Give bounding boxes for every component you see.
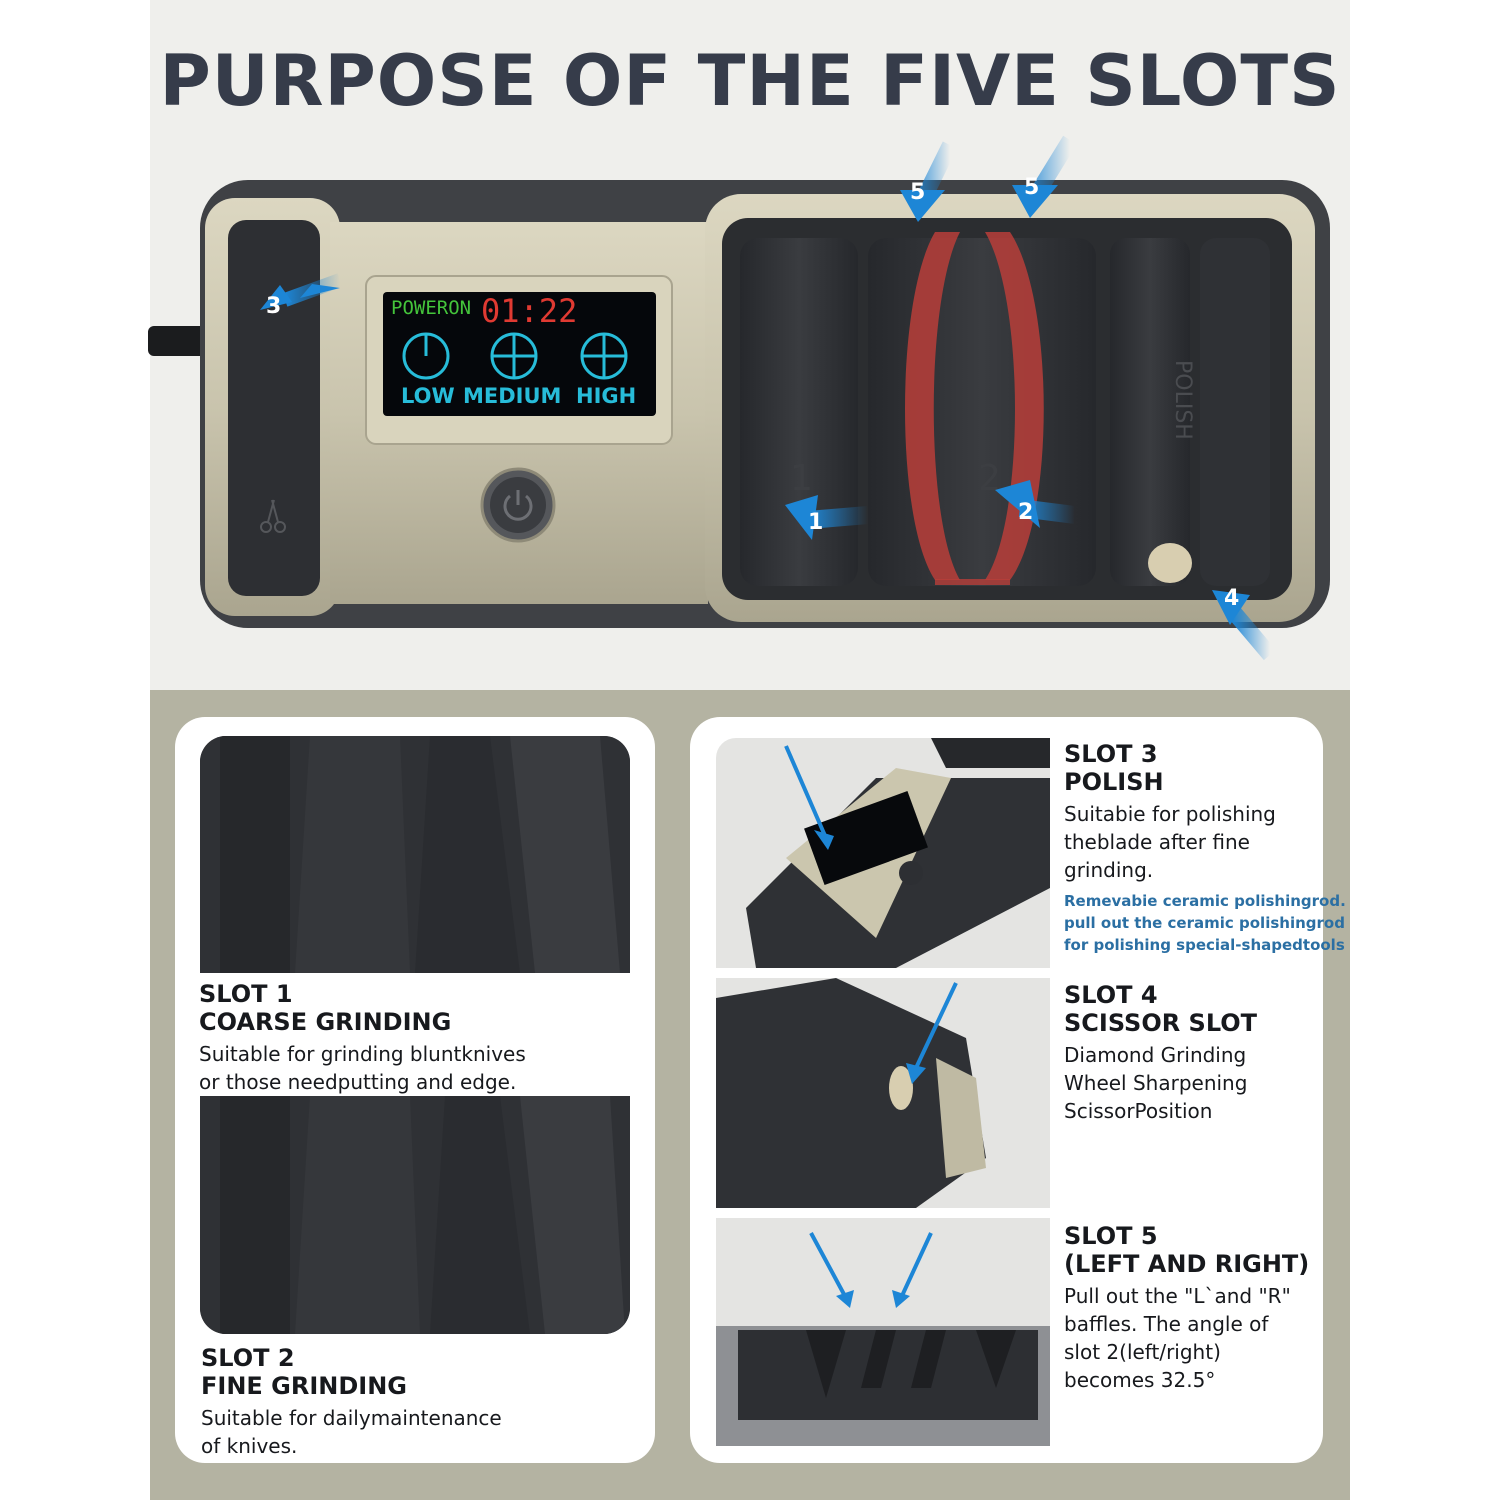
slot4-info: SLOT 4 SCISSOR SLOT Diamond Grinding Whe… [1064,981,1257,1125]
mode-low-button[interactable]: LOW [401,384,455,408]
arrow-icon-5a [900,141,958,222]
arrow-icon-4 [1212,590,1277,661]
slot3-photo [716,738,1050,968]
slot3-title: SLOT 3 [1064,740,1158,768]
high-mode-icon [580,332,628,380]
slot4-subtitle: SCISSOR SLOT [1064,1009,1258,1037]
slot3-info: SLOT 3 POLISH Suitabie for polishing the… [1064,740,1346,956]
slot3-desc-line2: theblade after fine [1064,830,1250,854]
lcd-screen: POWERON 01:22 LOW MEDIUM HIGH [383,292,656,416]
slot2-info: SLOT 2 FINE GRINDING Suitable for dailym… [201,1344,502,1460]
slot4-desc-line3: ScissorPosition [1064,1099,1213,1123]
slot4-desc-line2: Wheel Sharpening [1064,1071,1248,1095]
slot1-photo [200,736,630,973]
mode-medium-button[interactable]: MEDIUM [463,384,562,408]
power-button-icon [503,494,533,521]
polish-rod-knob [1148,543,1192,583]
slot4-photo [716,978,1050,1208]
power-cable [148,326,208,356]
slot3-desc-line1: Suitabie for polishing [1064,802,1276,826]
slot-engraving-1: 1 [790,458,813,499]
slot1-desc-line1: Suitable for grinding bluntknives [199,1042,526,1066]
slot2-photo [200,1096,630,1334]
slot-block-1 [740,238,858,586]
slot1-subtitle: COARSE GRINDING [199,1008,452,1036]
mode-high-button[interactable]: HIGH [576,384,637,408]
low-mode-icon [402,332,450,380]
slot1-info: SLOT 1 COARSE GRINDING Suitable for grin… [199,980,526,1096]
callout-3: 3 [266,294,282,319]
callout-5-right: 5 [1024,175,1040,200]
sharpener-device: 1 2 POLISH [148,135,1330,661]
slot-block-3 [1110,238,1190,586]
arrow-icon-3 [260,273,343,310]
slot5-title: SLOT 5 [1064,1222,1158,1250]
slot-block-4 [1200,238,1270,586]
slot5-subtitle: (LEFT AND RIGHT) [1064,1250,1310,1278]
slot3-note-line3: for polishing special-shapedtools [1064,936,1345,954]
slot4-desc-line1: Diamond Grinding [1064,1043,1247,1067]
slot5-desc-line4: becomes 32.5° [1064,1368,1216,1392]
mode-icons [402,332,628,380]
slot5-desc-line2: baffles. The angle of [1064,1312,1269,1336]
slot2-desc-line2: of knives. [201,1434,298,1458]
page-title: PURPOSE OF THE FIVE SLOTS [159,40,1341,122]
slot5-desc-line3: slot 2(left/right) [1064,1340,1221,1364]
slot2-desc-line1: Suitable for dailymaintenance [201,1406,502,1430]
callout-4: 4 [1224,586,1240,611]
arrow-icon-5b [1012,135,1077,218]
slot3-note-line1: Remevabie ceramic polishingrod. [1064,892,1346,910]
polish-engraving: POLISH [1170,360,1195,440]
slot2-title: SLOT 2 [201,1344,295,1372]
medium-mode-icon [490,332,538,380]
arrow-icon-2 [995,480,1077,528]
scissor-slot [228,220,320,596]
slot5-info: SLOT 5 (LEFT AND RIGHT) Pull out the "L`… [1064,1222,1309,1394]
scissor-icon [260,499,286,533]
slot4-title: SLOT 4 [1064,981,1158,1009]
left-baffle [905,232,960,580]
callout-5-left: 5 [910,180,926,205]
slot1-desc-line2: or those needputting and edge. [199,1070,517,1094]
screen-status: POWERON [391,297,472,319]
slot3-desc-line3: grinding. [1064,858,1154,882]
slot2-subtitle: FINE GRINDING [201,1372,407,1400]
arrow-icon-1 [785,495,869,540]
screen-timer: 01:22 [481,292,578,330]
slot-block-2 [868,238,1096,586]
callout-1: 1 [808,510,824,535]
slot-engraving-2: 2 [978,458,1001,499]
slot5-photo [716,1218,1050,1446]
slot3-subtitle: POLISH [1064,768,1164,796]
callout-2: 2 [1018,500,1034,525]
slot5-desc-line1: Pull out the "L`and "R" [1064,1284,1291,1308]
slot3-note-line2: pull out the ceramic polishingrod [1064,914,1345,932]
slot1-title: SLOT 1 [199,980,293,1008]
